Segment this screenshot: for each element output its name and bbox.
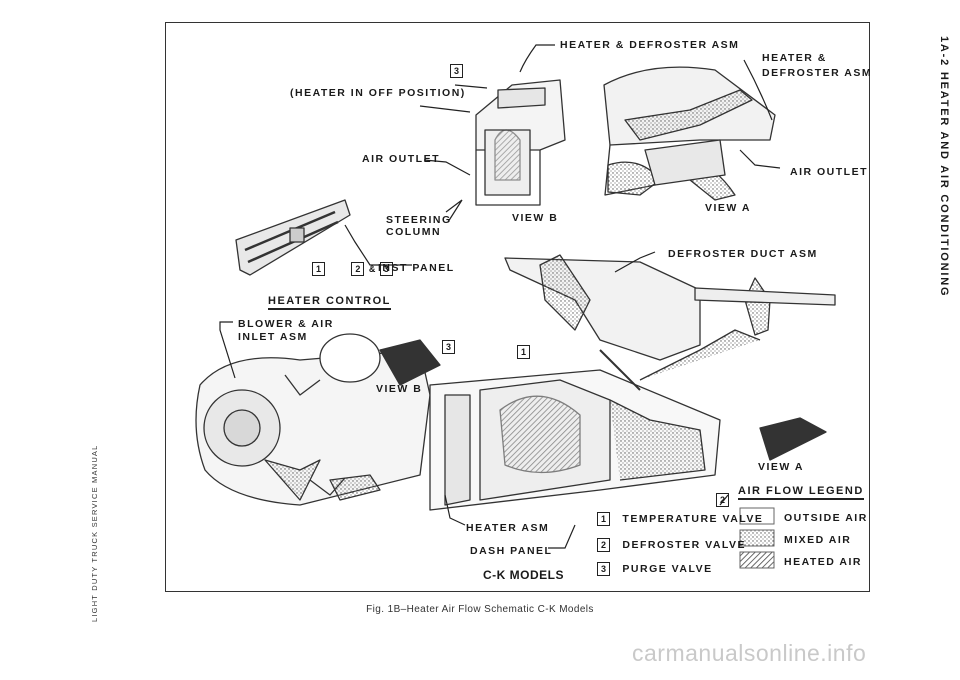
label-inst-panel: INST PANEL <box>378 262 455 274</box>
label-heater-off-position: (HEATER IN OFF POSITION) <box>290 87 466 99</box>
page-side-header: 1A-2 HEATER AND AIR CONDITIONING <box>938 36 950 298</box>
mixed-air-swatch <box>739 529 775 547</box>
label-blower-line2: INLET ASM <box>238 331 308 343</box>
legend-heated-air: HEATED AIR <box>784 556 862 568</box>
callout-3-lower: 3 <box>442 340 455 354</box>
valve-key-item: 1 TEMPERATURE VALVE <box>597 512 763 526</box>
figure-caption: Fig. 1B–Heater Air Flow Schematic C-K Mo… <box>366 604 594 615</box>
label-air-outlet-right: AIR OUTLET <box>790 166 868 178</box>
label-view-b-lower: VIEW B <box>376 383 423 395</box>
site-watermark: carmanualsonline.info <box>632 640 867 666</box>
heading-air-flow-legend: AIR FLOW LEGEND <box>738 485 864 500</box>
legend-mixed-air: MIXED AIR <box>784 534 852 546</box>
label-view-a-top: VIEW A <box>705 202 751 214</box>
label-heater-defroster-top: HEATER & DEFROSTER ASM <box>560 39 740 51</box>
label-heater-defroster-right-line2: DEFROSTER ASM <box>762 67 873 79</box>
label-steering-column-line1: STEERING <box>386 214 452 226</box>
label-heater-asm: HEATER ASM <box>466 522 550 534</box>
label-steering-column-line2: COLUMN <box>386 226 442 238</box>
heated-air-swatch <box>739 551 775 569</box>
callout-3-top: 3 <box>450 64 463 78</box>
label-heater-defroster-right-line1: HEATER & <box>762 52 827 64</box>
heater-control-callouts: 1 2 & 3 <box>312 262 393 276</box>
callout-1-lower: 1 <box>517 345 530 359</box>
callout-2-lower: 2 <box>716 493 729 507</box>
figure-frame <box>165 22 870 592</box>
label-dash-panel: DASH PANEL <box>470 545 553 557</box>
valve-key-item: 2 DEFROSTER VALVE <box>597 538 746 552</box>
label-view-a-lower: VIEW A <box>758 461 804 473</box>
label-defroster-duct: DEFROSTER DUCT ASM <box>668 248 818 260</box>
outside-air-swatch <box>739 507 775 525</box>
label-view-b-top: VIEW B <box>512 212 559 224</box>
page-side-footer: LIGHT DUTY TRUCK SERVICE MANUAL <box>90 444 99 622</box>
figure-title: C-K MODELS <box>483 568 564 582</box>
legend-outside-air: OUTSIDE AIR <box>784 512 868 524</box>
label-air-outlet-left: AIR OUTLET <box>362 153 440 165</box>
valve-key-item: 3 PURGE VALVE <box>597 562 713 576</box>
heading-heater-control: HEATER CONTROL <box>268 295 391 310</box>
label-blower-line1: BLOWER & AIR <box>238 318 334 330</box>
